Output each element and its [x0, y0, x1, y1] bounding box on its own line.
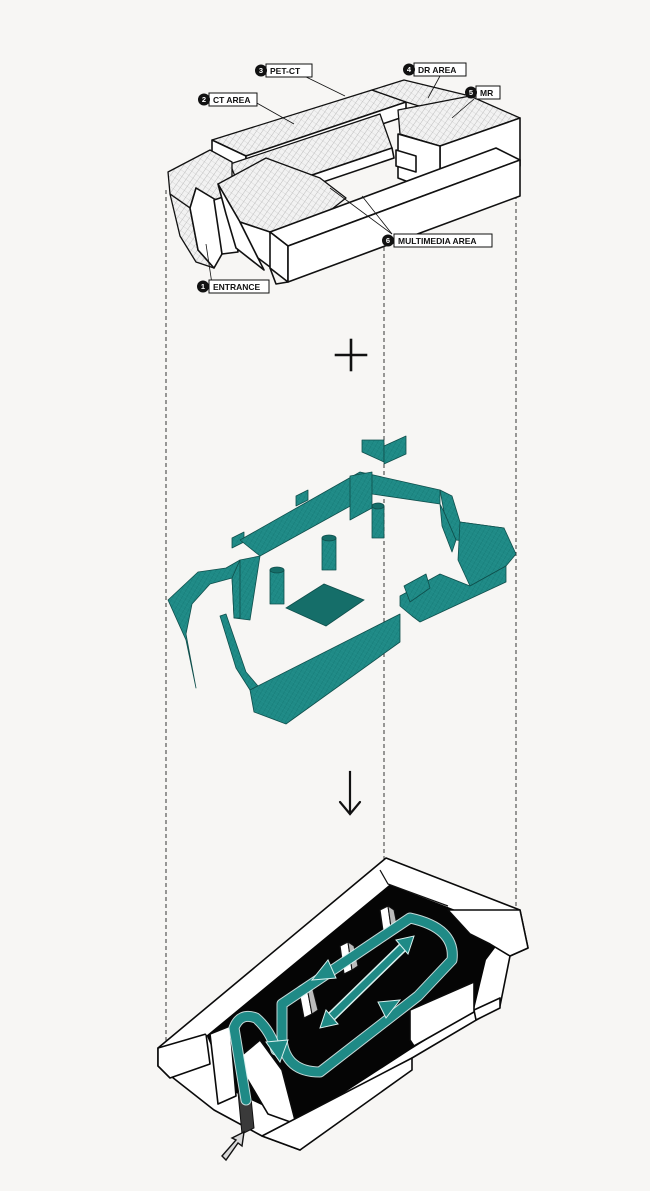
label-text-pet-ct: PET-CT [270, 66, 301, 76]
label-num-1: 1 [201, 282, 205, 291]
label-text-multimedia-area: MULTIMEDIA AREA [398, 236, 477, 246]
massing-model [167, 79, 521, 285]
diagonal-arrow-head-ne [395, 935, 415, 955]
label-text-mr: MR [480, 88, 493, 98]
loop-arrowhead-top [310, 959, 337, 981]
entrance-path [229, 1011, 281, 1105]
diagonal-arrow-shaft [326, 942, 408, 1022]
label-dr-area: 4 DR AREA [403, 62, 467, 99]
entrance-path-arrowhead [265, 1039, 289, 1064]
label-text-entrance: ENTRANCE [213, 282, 261, 292]
teal-surface-layer [167, 435, 517, 725]
label-num-5: 5 [469, 88, 473, 97]
plus-icon [334, 338, 368, 372]
loop-arrowhead-right [377, 999, 402, 1019]
entry-arrow-icon [221, 1130, 245, 1162]
cylinder-2 [321, 534, 337, 571]
area-labels: 3 PET-CT 2 CT AREA 4 DR AREA 5 MR [197, 62, 501, 294]
cylinder-1 [269, 566, 285, 605]
diagonal-arrow-head-sw [319, 1009, 339, 1029]
down-arrow-icon [338, 770, 362, 816]
circulation-plan [157, 857, 529, 1162]
circulation-loop [277, 913, 457, 1077]
cylinder-3 [371, 502, 385, 539]
label-entrance: 1 ENTRANCE [197, 243, 270, 294]
label-ct-area: 2 CT AREA [198, 92, 295, 125]
label-mr: 5 MR [451, 85, 501, 119]
label-multimedia-area: 6 MULTIMEDIA AREA [329, 187, 493, 248]
label-text-dr-area: DR AREA [418, 65, 456, 75]
label-num-4: 4 [407, 65, 412, 74]
projection-guides [165, 160, 517, 1060]
label-num-6: 6 [386, 236, 390, 245]
label-pet-ct: 3 PET-CT [255, 63, 346, 97]
label-num-2: 2 [202, 95, 206, 104]
label-text-ct-area: CT AREA [213, 95, 250, 105]
label-num-3: 3 [259, 66, 263, 75]
